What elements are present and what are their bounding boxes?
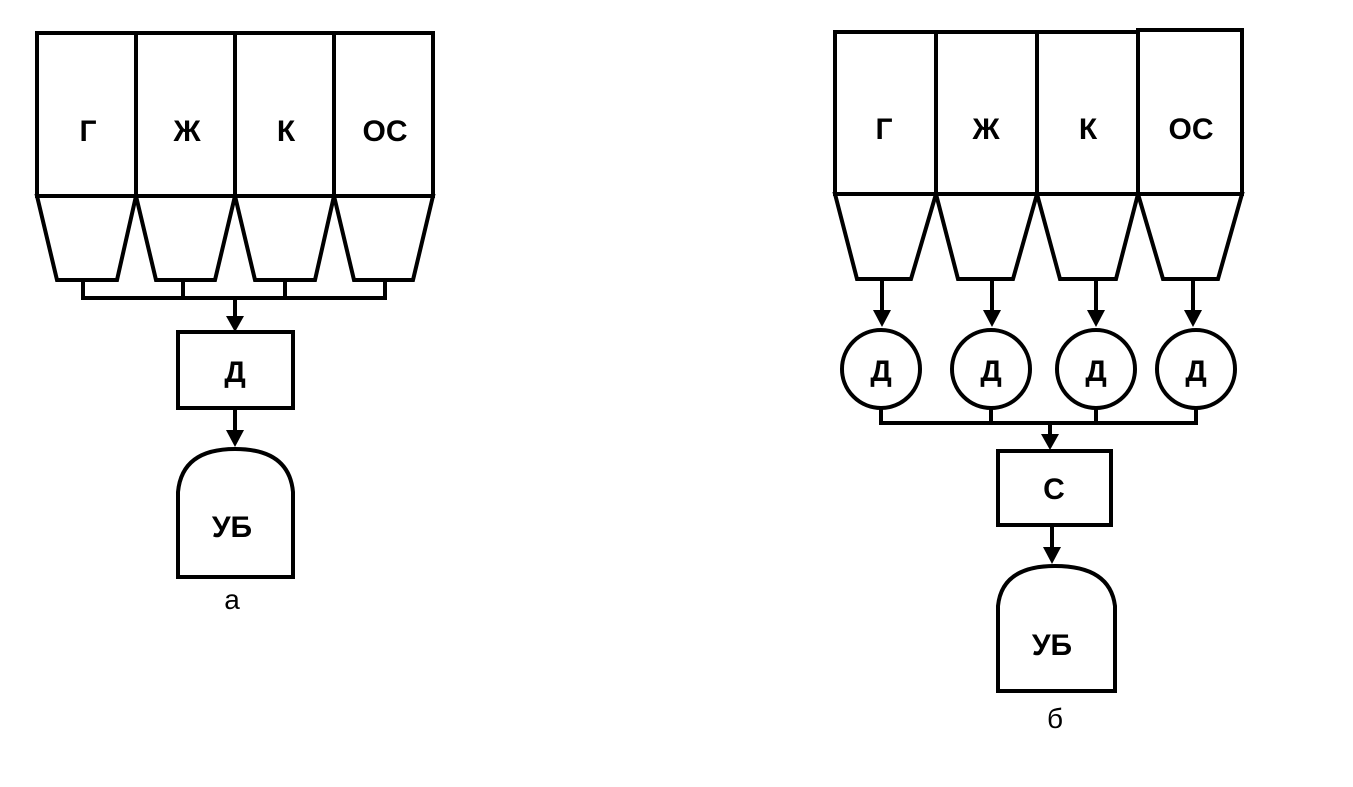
hopper-a-3 bbox=[232, 194, 337, 282]
diagram-b-collector bbox=[879, 408, 1198, 450]
diagram-a-hoppers bbox=[34, 194, 436, 282]
unit-b bbox=[996, 563, 1117, 693]
bin-a-3-label: К bbox=[277, 115, 296, 148]
mixer-b-label: С bbox=[1043, 473, 1065, 506]
diagram-a-bins: Г Ж К ОС bbox=[35, 31, 435, 198]
hopper-a-1 bbox=[34, 194, 139, 282]
dispenser-a-label: Д bbox=[224, 356, 245, 389]
diagram-b-hoppers bbox=[832, 192, 1245, 281]
bin-b-3 bbox=[1035, 30, 1140, 196]
diagram-a: Г Ж К ОС Д УБ а bbox=[34, 31, 436, 615]
unit-b-label: УБ bbox=[1032, 629, 1072, 662]
bin-b-4 bbox=[1136, 28, 1244, 196]
dispenser-b-3-label: Д bbox=[1085, 355, 1106, 388]
bin-b-1-label: Г bbox=[875, 113, 892, 146]
arrow-a-to-unit bbox=[226, 430, 244, 447]
bin-a-4-label: ОС bbox=[363, 115, 408, 148]
diagram-b-feed-arrows bbox=[873, 279, 1202, 327]
dispenser-b-4-label: Д bbox=[1185, 355, 1206, 388]
hopper-b-2 bbox=[933, 192, 1040, 281]
arrow-b-to-mixer bbox=[1041, 434, 1059, 450]
unit-a-label: УБ bbox=[212, 511, 252, 544]
hopper-b-1 bbox=[832, 192, 939, 281]
arrow-b-to-unit bbox=[1043, 547, 1061, 564]
mixer-b bbox=[996, 449, 1113, 527]
arrow-a-to-dispenser bbox=[226, 316, 244, 332]
bin-a-2-label: Ж bbox=[172, 115, 201, 148]
dispenser-a bbox=[176, 330, 295, 410]
bin-a-1-label: Г bbox=[79, 115, 96, 148]
diagram-b-caption: б bbox=[1047, 703, 1063, 734]
bin-b-4-label: ОС bbox=[1169, 113, 1214, 146]
diagram-b: Г Ж К ОС Д Д bbox=[832, 28, 1245, 734]
dispenser-b-2-label: Д bbox=[980, 355, 1001, 388]
bin-a-2 bbox=[134, 31, 237, 198]
unit-a bbox=[176, 446, 295, 579]
arrow-b-feed-4 bbox=[1184, 310, 1202, 327]
dispenser-b-1-label: Д bbox=[870, 355, 891, 388]
hopper-b-4 bbox=[1135, 192, 1245, 281]
hopper-a-2 bbox=[133, 194, 238, 282]
arrow-b-feed-1 bbox=[873, 310, 891, 327]
hopper-a-4 bbox=[331, 194, 436, 282]
diagram-b-dispensers: Д Д Д Д bbox=[840, 328, 1237, 410]
diagram-a-collector bbox=[81, 280, 387, 332]
arrow-b-feed-3 bbox=[1087, 310, 1105, 327]
bin-a-4 bbox=[332, 31, 435, 198]
hopper-b-3 bbox=[1034, 192, 1141, 281]
bin-b-2-label: Ж bbox=[971, 113, 1000, 146]
bin-b-3-label: К bbox=[1079, 113, 1098, 146]
diagram-b-bins: Г Ж К ОС bbox=[833, 28, 1244, 196]
arrow-b-feed-2 bbox=[983, 310, 1001, 327]
diagram-a-caption: а bbox=[224, 584, 240, 615]
bin-b-2 bbox=[934, 30, 1039, 196]
bin-a-1 bbox=[35, 31, 138, 198]
